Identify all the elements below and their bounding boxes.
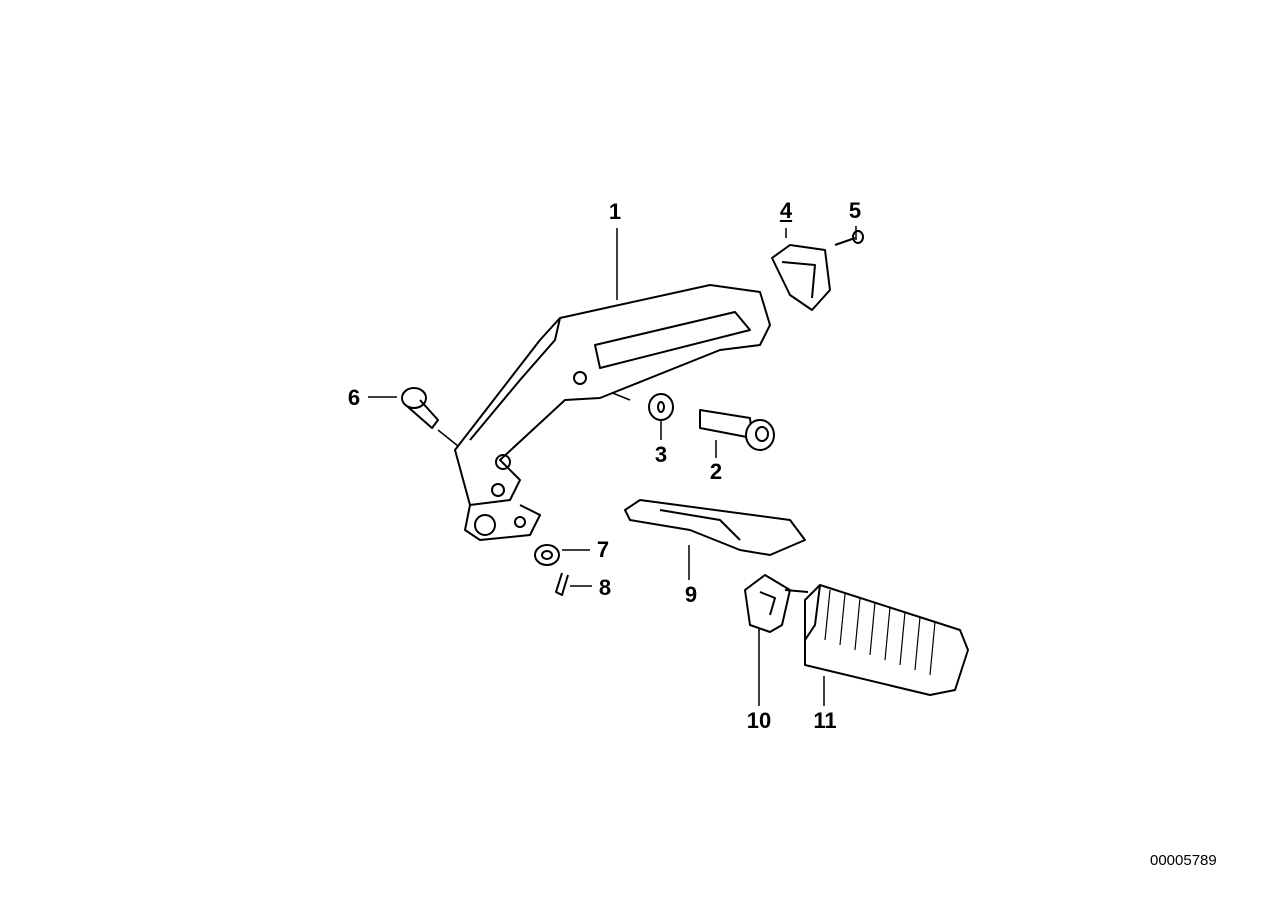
part-9-plate — [624, 499, 806, 556]
callout-4: 4 — [779, 198, 793, 223]
part-8-cotter-pin — [555, 572, 569, 596]
part-2-bolt — [699, 409, 775, 451]
part-6-pin — [401, 387, 439, 429]
callout-6: 6 — [347, 385, 361, 410]
drawing-number: 00005789 — [1150, 852, 1217, 869]
part-11-footpeg-rubber — [804, 584, 969, 696]
callout-7: 7 — [596, 537, 610, 562]
footrest-bracket — [454, 284, 771, 541]
leader-lines — [368, 226, 857, 706]
callout-5: 5 — [848, 198, 862, 223]
callout-8: 8 — [598, 575, 612, 600]
part-3-washer — [648, 393, 674, 421]
callout-9: 9 — [684, 582, 698, 607]
part-4-pad — [771, 244, 831, 311]
callout-1: 1 — [608, 199, 622, 224]
callout-2: 2 — [709, 459, 723, 484]
part-10-mount — [744, 574, 809, 633]
callout-3: 3 — [654, 442, 668, 467]
part-5-screw — [834, 230, 864, 246]
callout-11: 11 — [813, 708, 837, 733]
callout-10: 10 — [746, 708, 772, 733]
part-7-washer — [534, 544, 560, 566]
